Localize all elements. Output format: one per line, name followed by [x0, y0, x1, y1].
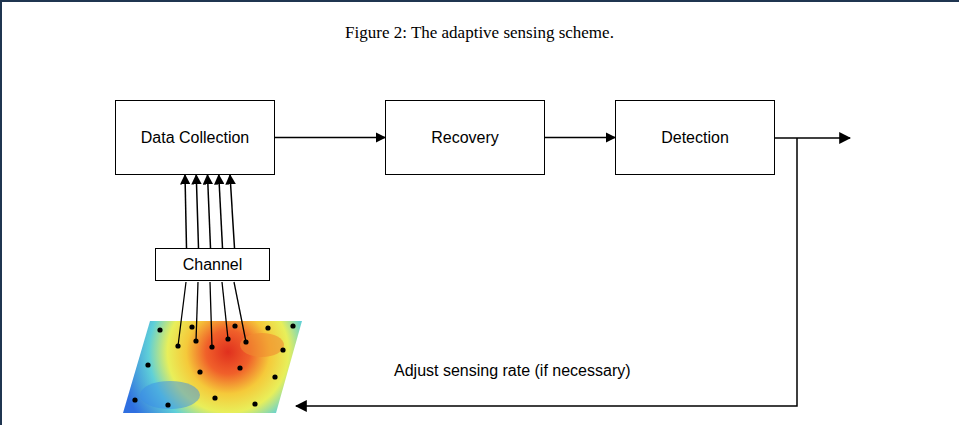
box-label: Detection — [661, 129, 729, 147]
process-box: Data Collection — [115, 100, 275, 175]
connector-arrow — [275, 137, 385, 138]
sensor-lines — [178, 282, 246, 347]
sensor-dots — [132, 323, 295, 407]
box-label: Data Collection — [141, 129, 250, 147]
box-label: Channel — [183, 256, 243, 274]
connector-arrow — [185, 175, 235, 248]
feedback-label: Adjust sensing rate (if necessary) — [392, 362, 633, 380]
process-box: Recovery — [385, 100, 545, 175]
connector-arrow — [545, 137, 615, 138]
channel-box: Channel — [155, 248, 270, 281]
feedback-line — [296, 138, 850, 406]
box-label: Recovery — [431, 129, 499, 147]
figure-title: Figure 2: The adaptive sensing scheme. — [0, 23, 959, 43]
heat-map — [110, 310, 310, 420]
process-box: Detection — [615, 100, 775, 175]
